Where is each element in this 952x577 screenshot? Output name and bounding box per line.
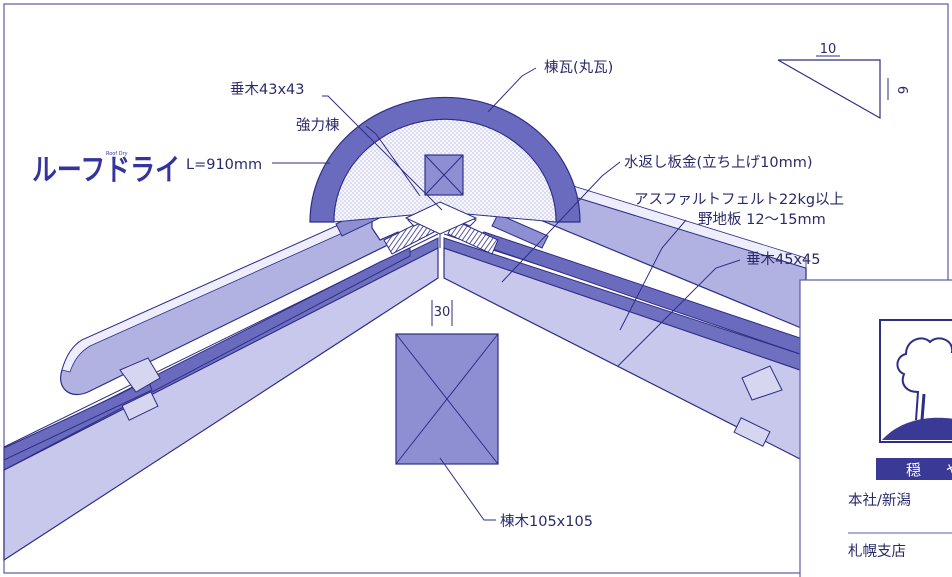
left-tile-clip bbox=[119, 357, 161, 393]
ridge-tile-group bbox=[309, 96, 581, 248]
leader-lines bbox=[272, 67, 741, 521]
label-mizugaeshi: 水返し板金(立ち上げ10mm) bbox=[624, 153, 813, 171]
gap-dimension-label: 30 bbox=[434, 305, 451, 320]
label-felt: アスファルトフェルト22kg以上 bbox=[634, 191, 844, 208]
card-line-2: 札幌支店 bbox=[848, 543, 906, 560]
right-slope bbox=[443, 171, 807, 463]
label-kyouryoku-mune: 強力棟 bbox=[296, 117, 340, 134]
card-band-text: 穏 や bbox=[906, 461, 952, 479]
label-taruki-small: 垂木43x43 bbox=[230, 81, 304, 98]
right-ridge-tile-edge bbox=[491, 213, 549, 249]
gap-dimension: 30 bbox=[431, 300, 453, 326]
card-band bbox=[876, 458, 952, 480]
brand-logo-text: ルーフドライ bbox=[32, 153, 180, 188]
length-label: L=910mm bbox=[186, 157, 262, 173]
left-batten bbox=[121, 391, 159, 421]
left-slope bbox=[3, 199, 439, 562]
left-eave-tile bbox=[3, 379, 153, 461]
label-taruki-large: 垂木45x45 bbox=[746, 251, 820, 268]
company-card: 穏 や 本社/新潟 札幌支店 bbox=[799, 279, 952, 577]
card-line-1: 本社/新潟 bbox=[848, 492, 911, 509]
slope-rise: 6 bbox=[894, 86, 909, 94]
right-batten bbox=[733, 417, 771, 447]
label-munagi: 棟木105x105 bbox=[500, 513, 593, 530]
brand-logo: ルーフドライ Roof Dry L=910mm bbox=[32, 151, 262, 188]
tree-logo-icon bbox=[879, 319, 952, 443]
label-munegawara: 棟瓦(丸瓦) bbox=[544, 59, 613, 76]
left-tile-lower bbox=[3, 247, 411, 471]
ridge-beam bbox=[395, 333, 499, 465]
label-nojiita: 野地板 12〜15mm bbox=[698, 210, 826, 228]
ridge-apex bbox=[404, 201, 478, 235]
slope-indicator: 10 6 bbox=[777, 42, 909, 120]
slope-run: 10 bbox=[820, 42, 837, 57]
brand-logo-subtext: Roof Dry bbox=[106, 151, 128, 157]
left-tile-highlight bbox=[61, 209, 377, 373]
right-tile-clip bbox=[741, 365, 783, 401]
